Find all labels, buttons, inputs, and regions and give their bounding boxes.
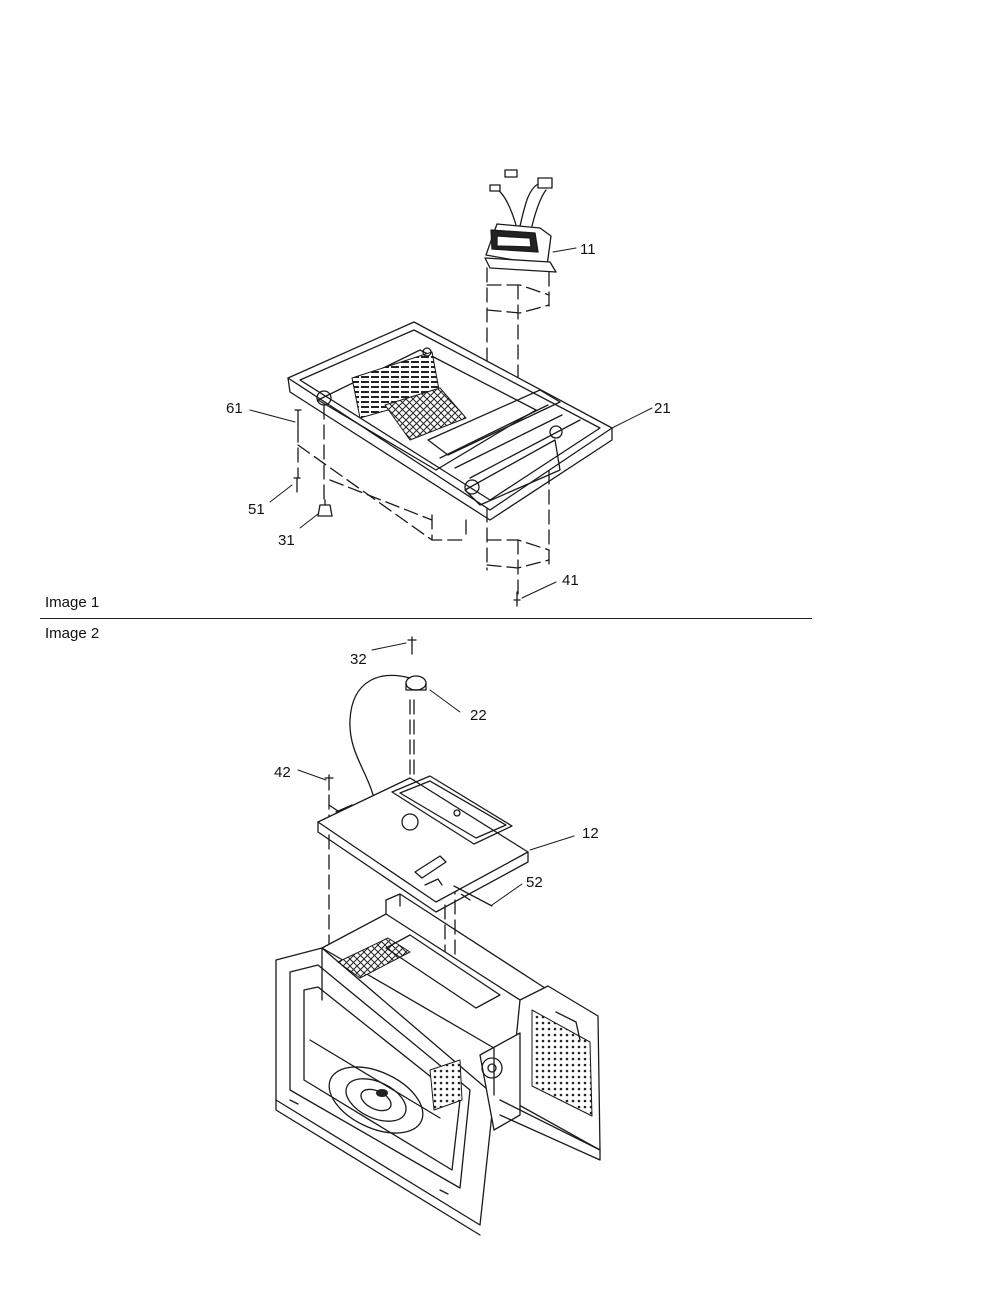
callout-52: 52 bbox=[526, 874, 543, 891]
leader-lines-1 bbox=[249, 247, 653, 599]
callout-32: 32 bbox=[350, 651, 367, 668]
screw-part-32 bbox=[407, 636, 417, 655]
callout-41: 41 bbox=[562, 572, 579, 589]
leader-lines-2 bbox=[297, 642, 575, 906]
microwave-cavity bbox=[275, 893, 601, 1236]
screw-part-42 bbox=[324, 774, 334, 791]
callout-51: 51 bbox=[248, 501, 265, 518]
screw-part-41 bbox=[513, 591, 521, 607]
foot-part-31 bbox=[317, 499, 333, 517]
callout-21: 21 bbox=[654, 400, 671, 417]
section-divider bbox=[40, 618, 812, 619]
transformer-part-11 bbox=[484, 169, 557, 273]
callout-31: 31 bbox=[278, 532, 295, 549]
guide-lines-base bbox=[297, 404, 467, 541]
base-plate-part-21 bbox=[287, 321, 613, 521]
section-label-image-1: Image 1 bbox=[45, 594, 100, 611]
callout-11: 11 bbox=[580, 241, 596, 258]
screw-part-51 bbox=[293, 477, 301, 493]
callout-22: 22 bbox=[470, 707, 487, 724]
top-plate-part-12 bbox=[317, 775, 529, 913]
section-label-image-2: Image 2 bbox=[45, 625, 100, 642]
screw-part-52 bbox=[453, 885, 493, 907]
callout-12: 12 bbox=[582, 825, 599, 842]
callout-61: 61 bbox=[226, 400, 243, 417]
screw-part-61 bbox=[294, 409, 302, 428]
callout-42: 42 bbox=[274, 764, 291, 781]
